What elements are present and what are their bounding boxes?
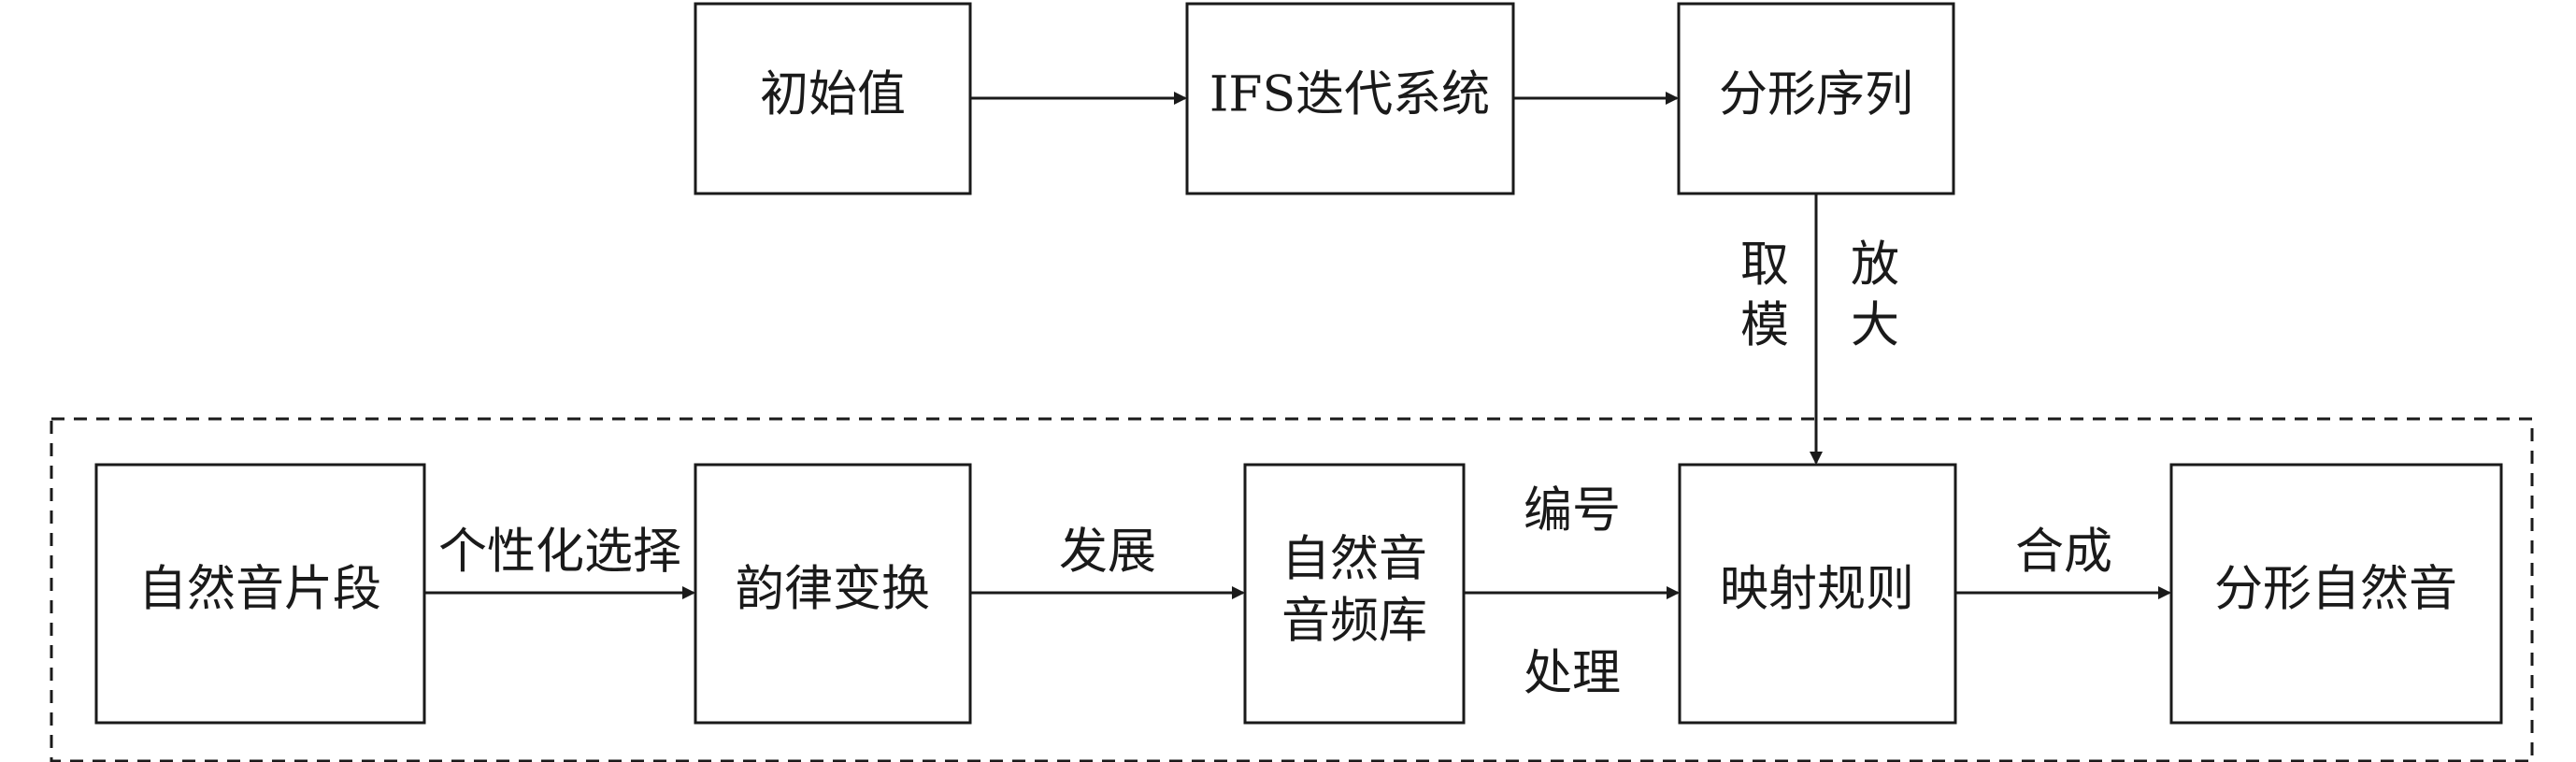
ifs-system-box: IFS迭代系统	[1185, 2, 1515, 195]
ifs-system-label: IFS迭代系统	[1209, 67, 1490, 123]
rhythm-transform-label: 韵律变换	[736, 562, 930, 618]
personalized-select-label: 个性化选择	[438, 525, 681, 581]
natural-fragment-box: 自然音片段	[94, 463, 426, 725]
fractal-sequence-box: 分形序列	[1677, 2, 1955, 195]
numbering-label: 编号	[1524, 483, 1621, 539]
initial-value-label: 初始值	[760, 67, 906, 123]
natural-fragment-label: 自然音片段	[138, 562, 381, 618]
modulo-label-line1: 取	[1740, 237, 1789, 294]
mapping-rule-label: 映射规则	[1720, 562, 1914, 618]
processing-label: 处理	[1524, 646, 1621, 702]
develop-label: 发展	[1059, 525, 1156, 581]
amplify-label-line1: 放	[1851, 237, 1899, 294]
sound-library-label-line2: 音频库	[1281, 594, 1427, 650]
synthesize-label: 合成	[2015, 525, 2112, 581]
fractal-sequence-label: 分形序列	[1719, 67, 1913, 123]
dashed-process-frame	[50, 417, 2534, 762]
sound-library-label-line1: 自然音	[1281, 532, 1427, 588]
rhythm-transform-box: 韵律变换	[694, 463, 972, 725]
fractal-natural-sound-label: 分形自然音	[2214, 562, 2457, 618]
initial-value-box: 初始值	[694, 2, 972, 195]
fractal-natural-sound-box: 分形自然音	[2169, 463, 2503, 725]
mapping-rule-box: 映射规则	[1678, 463, 1957, 725]
modulo-label-line2: 模	[1740, 298, 1789, 354]
amplify-label-line2: 大	[1851, 298, 1899, 354]
sound-library-box: 自然音 音频库	[1243, 463, 1466, 725]
